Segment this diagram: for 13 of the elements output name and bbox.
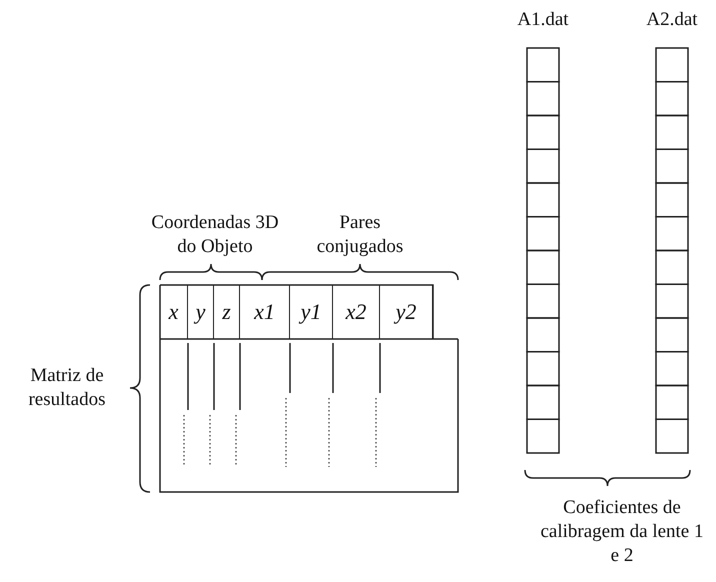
header-cell: y2 [380,285,433,339]
header-cell: y1 [290,285,333,339]
group-label: Coordenadas 3D do Objeto [150,211,280,259]
header-cell: x1 [240,285,290,339]
column-heading: A1.dat [516,8,570,32]
header-cell: x [160,285,188,339]
column-heading: A2.dat [645,8,699,32]
group-label: Pares conjugados [316,211,404,259]
group-label: Coeficientes de calibragem da lente 1 e 2 [540,496,704,568]
header-cell: y [188,285,214,339]
row-label: Matriz de resultados [27,364,107,412]
header-cell: z [214,285,240,339]
header-cell: x2 [333,285,380,339]
